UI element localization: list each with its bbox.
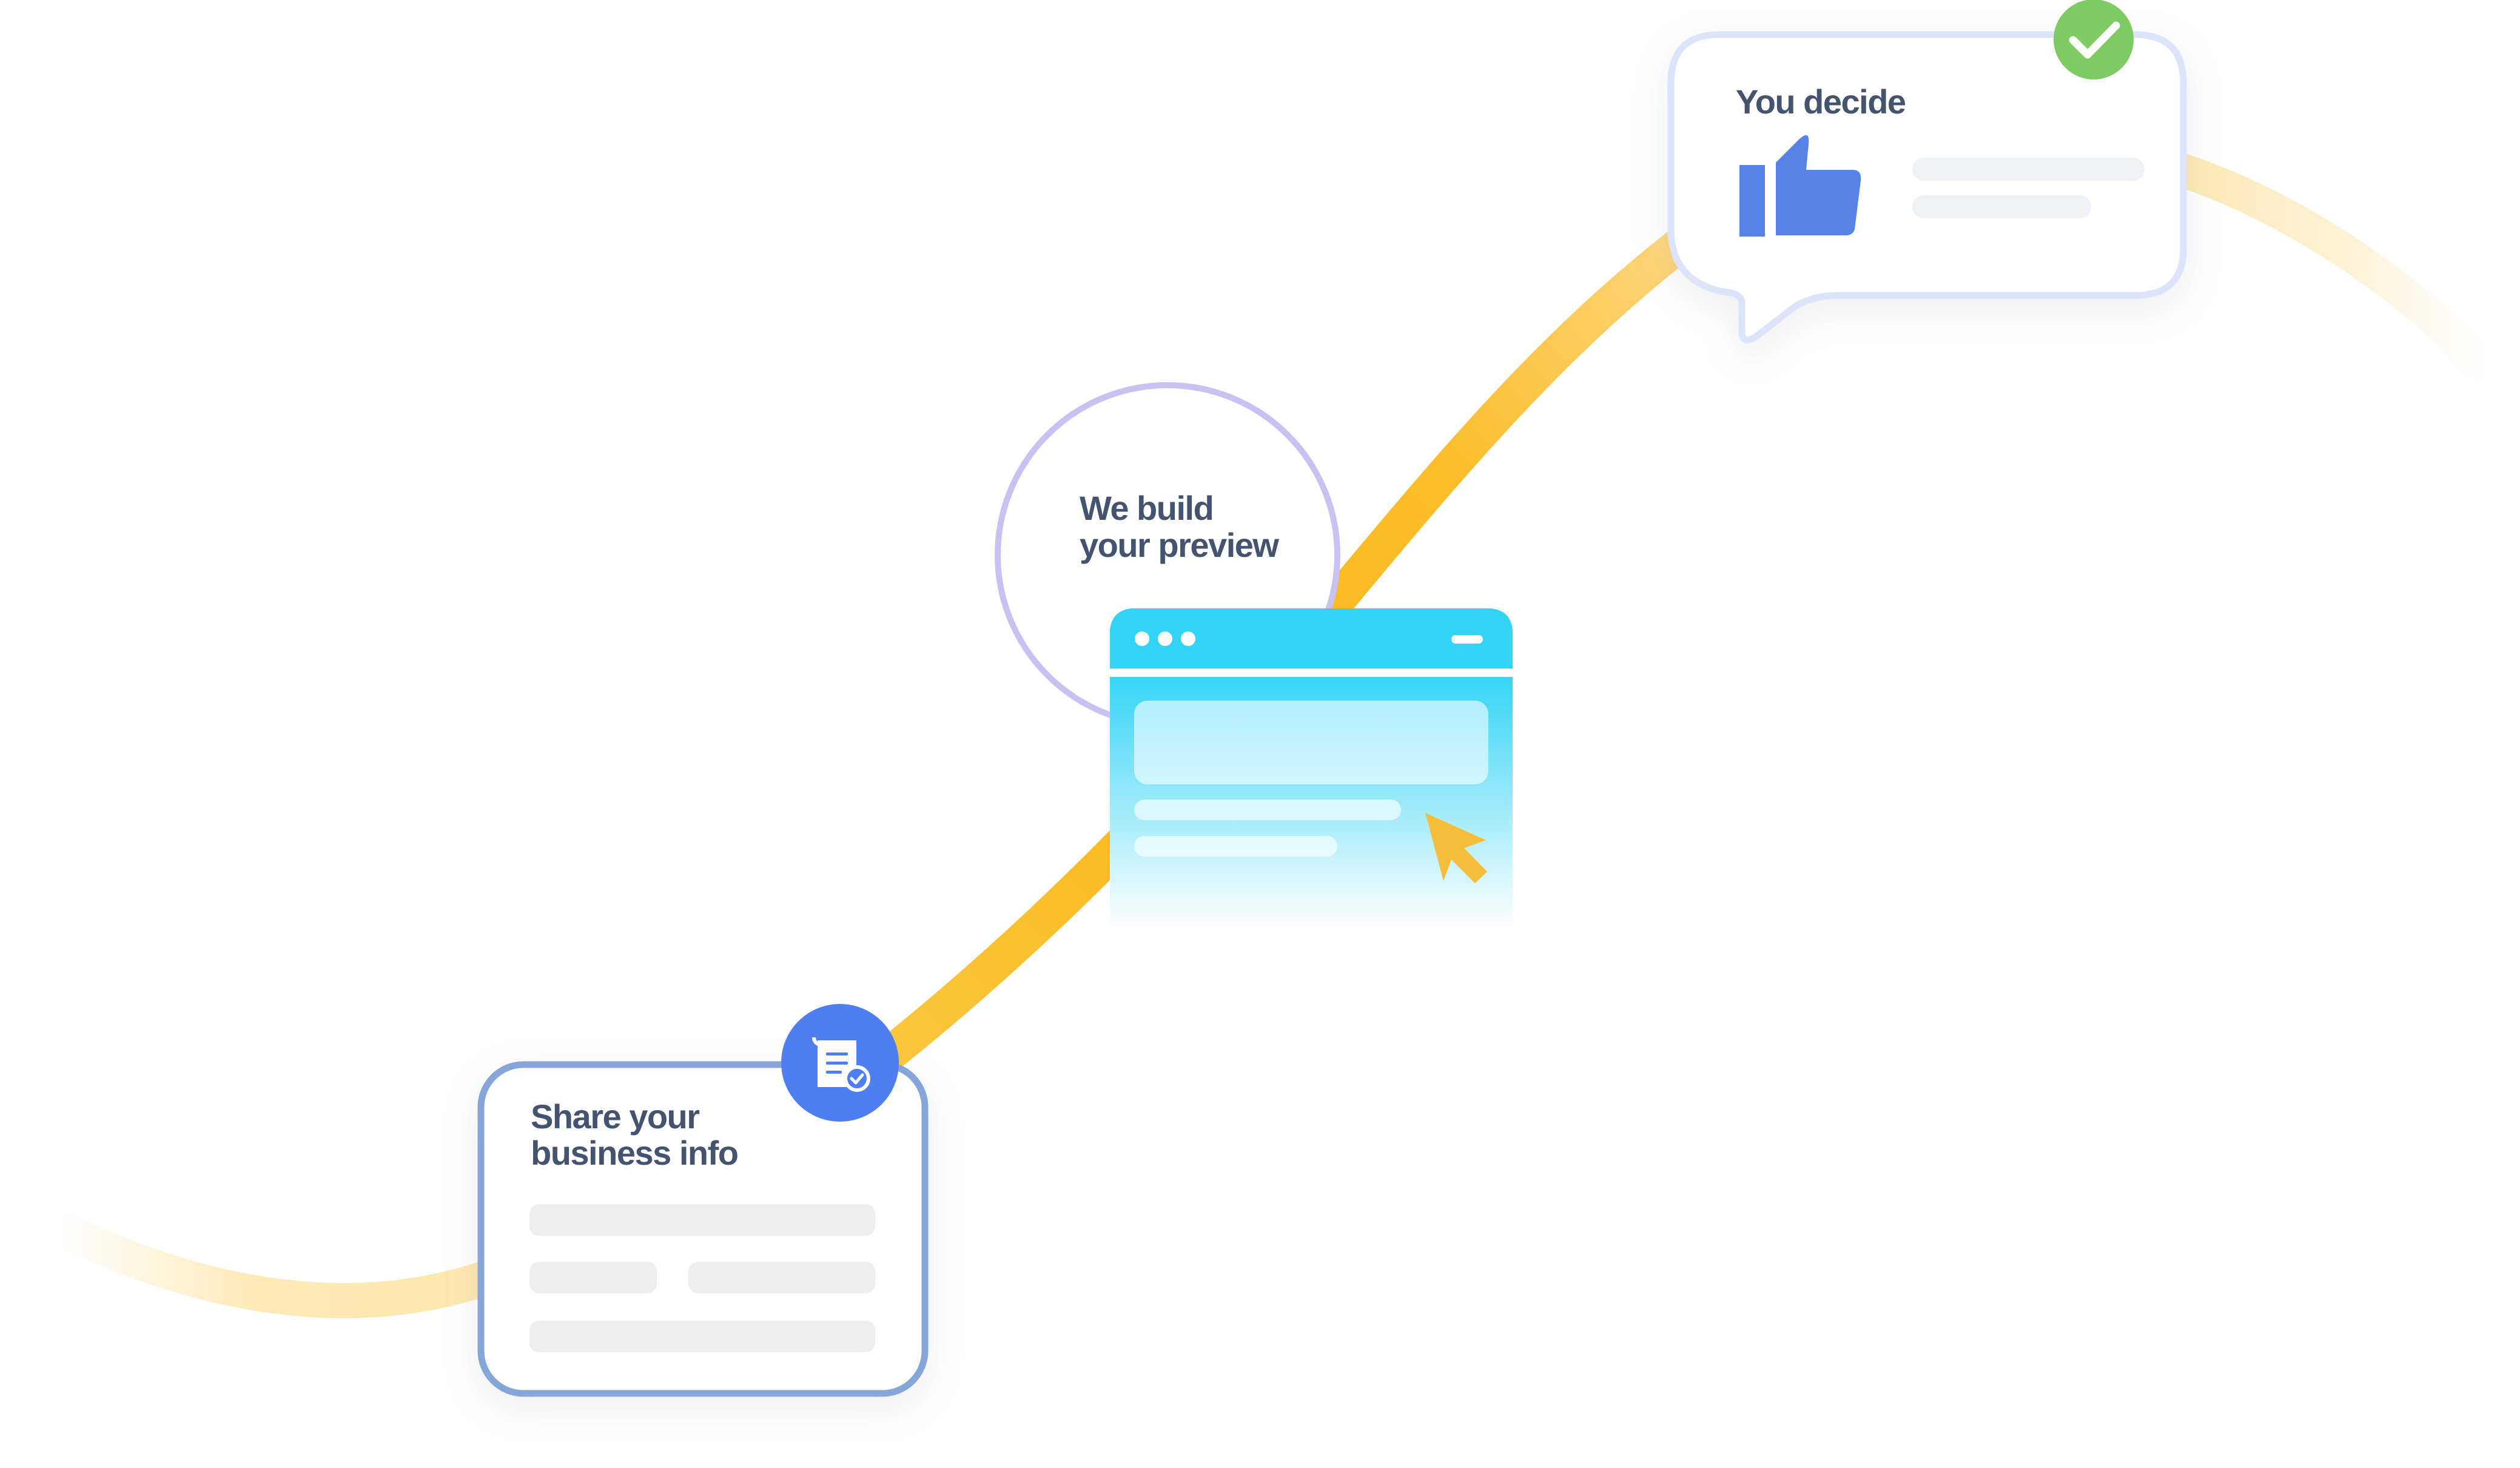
placeholder-line — [529, 1204, 875, 1236]
build-preview-title: We build your preview — [1080, 489, 1279, 564]
document-check-icon — [781, 1004, 899, 1122]
placeholder-line — [529, 1262, 657, 1293]
you-decide-title: You decide — [1736, 82, 1906, 121]
placeholder-line — [688, 1262, 875, 1293]
placeholder-line — [1912, 158, 2145, 181]
checkmark-icon — [2054, 0, 2134, 79]
placeholder-line — [1912, 195, 2091, 218]
step-you-decide: You decide — [1667, 0, 2187, 344]
thumbs-up-icon — [1739, 135, 1861, 237]
you-decide-speech-bubble — [1667, 31, 2187, 344]
browser-window-icon — [1110, 608, 1513, 928]
step-build-preview: We build your preview — [995, 382, 1513, 928]
cursor-icon — [1425, 813, 1487, 883]
placeholder-line — [529, 1321, 875, 1352]
step-share-business-info: Share your business info — [477, 1004, 929, 1397]
share-info-title: Share your business info — [531, 1097, 738, 1172]
